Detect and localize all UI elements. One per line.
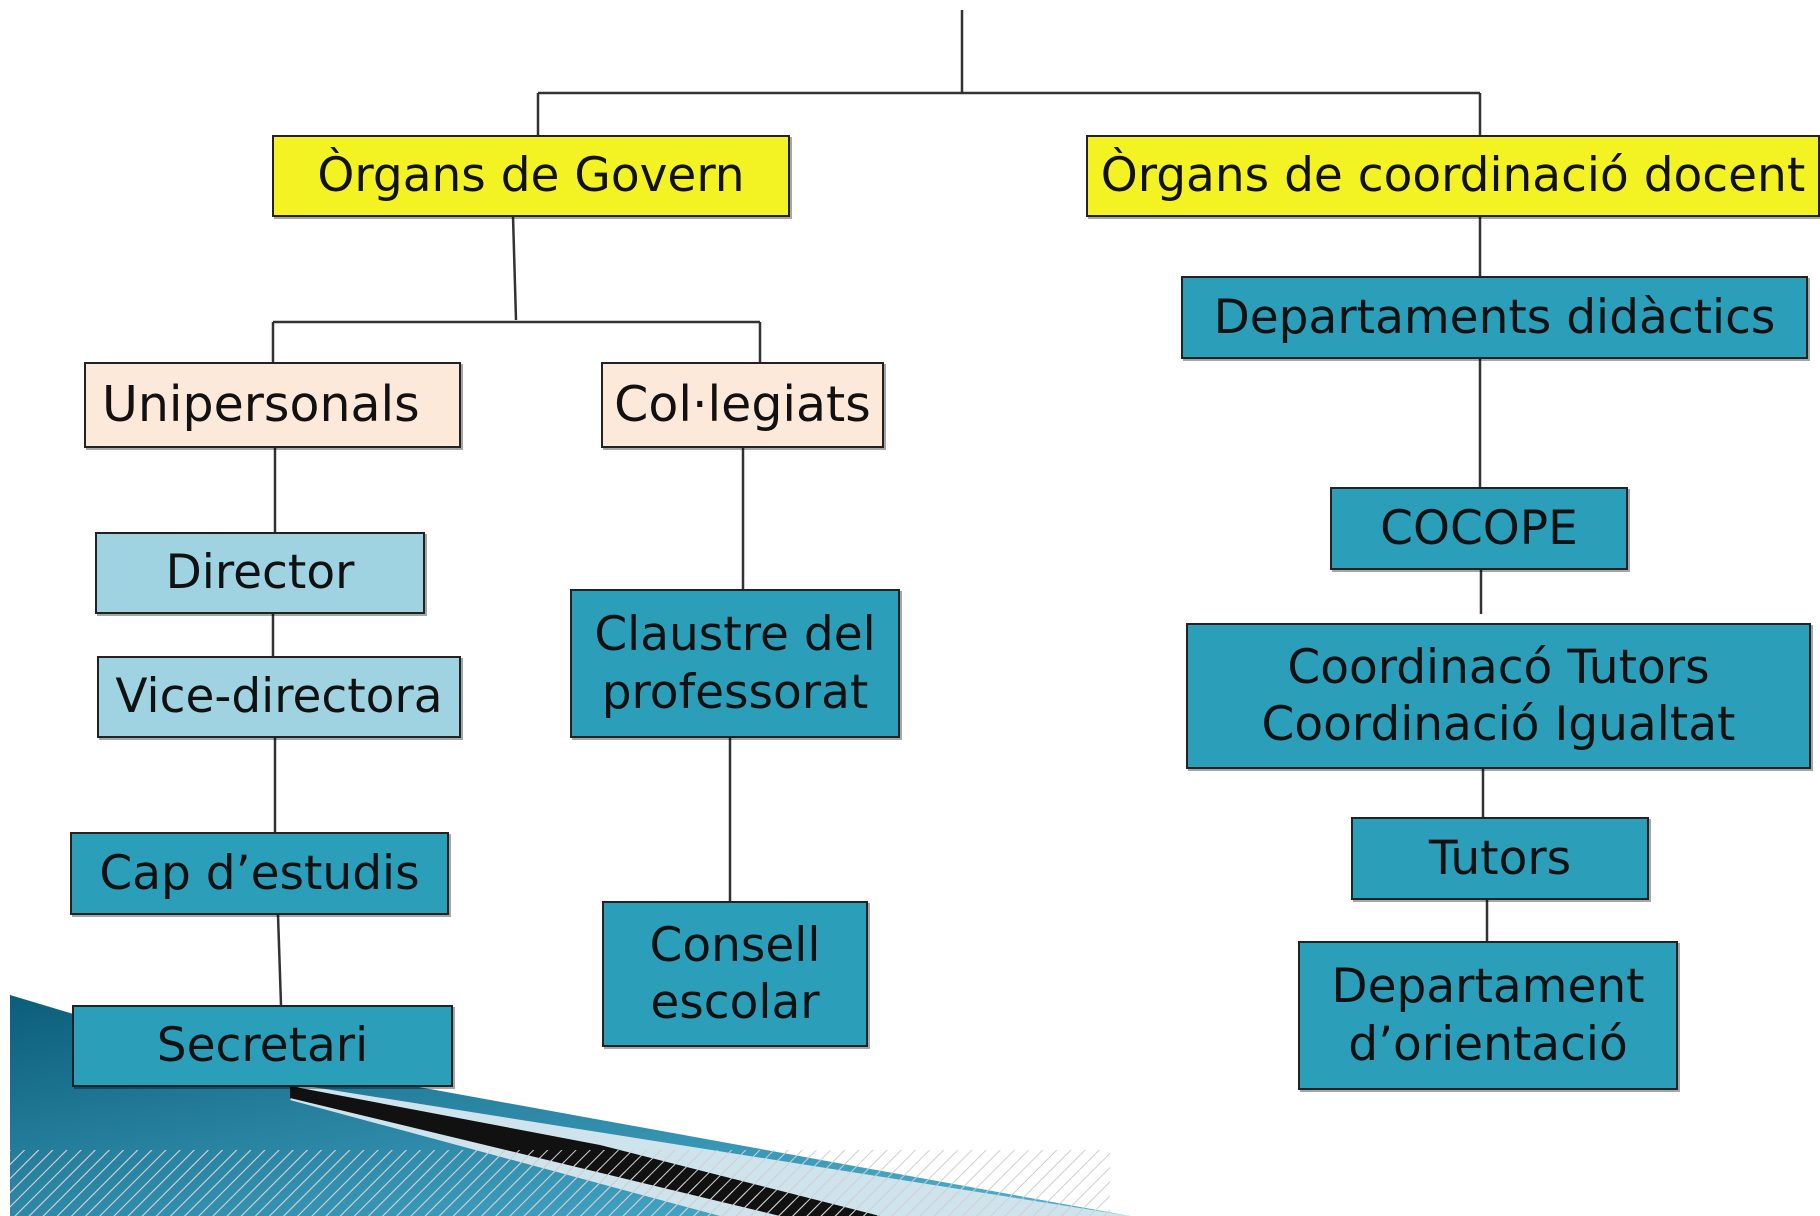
node-collegiats: Col·legiats: [601, 362, 884, 448]
node-tutors: Tutors: [1351, 817, 1649, 900]
node-departaments-didactics: Departaments didàctics: [1181, 276, 1808, 359]
node-claustre-del-professorat: Claustre del professorat: [570, 589, 900, 738]
node-vice-directora: Vice-directora: [97, 656, 461, 738]
node-organs-de-govern: Òrgans de Govern: [272, 135, 790, 217]
node-unipersonals: Unipersonals: [84, 362, 461, 448]
node-cap-destudis: Cap d’estudis: [70, 832, 449, 915]
node-organs-de-coordinacio-docent: Òrgans de coordinació docent: [1086, 135, 1820, 217]
node-coordinacio-tutors-igualtat: Coordinacó Tutors Coordinació Igualtat: [1186, 623, 1811, 769]
node-director: Director: [95, 532, 425, 614]
node-departament-dorientacio: Departament d’orientació: [1298, 941, 1678, 1090]
node-cocope: COCOPE: [1330, 487, 1628, 570]
decorative-banner: [10, 995, 1130, 1216]
node-secretari: Secretari: [72, 1005, 453, 1087]
node-consell-escolar: Consell escolar: [602, 901, 868, 1047]
